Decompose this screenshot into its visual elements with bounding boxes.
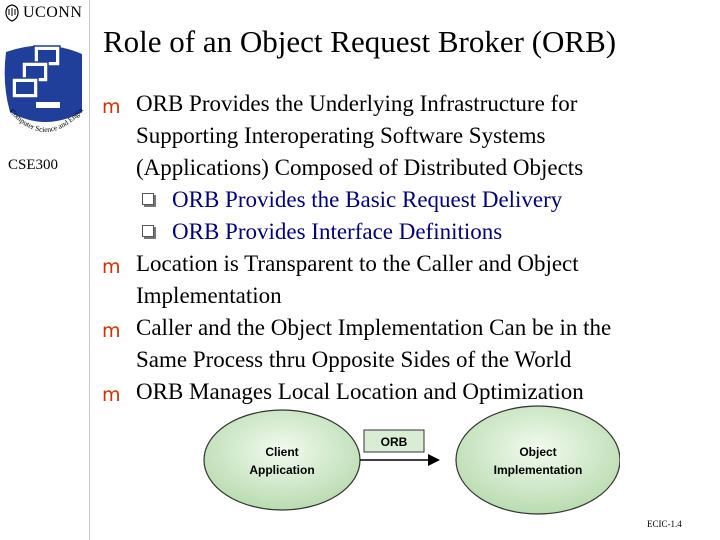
uconn-brand: UCONN [4, 4, 82, 22]
slide-title: Role of an Object Request Broker (ORB) [103, 24, 617, 59]
bullet-line: Supporting Interoperating Software Syste… [136, 123, 546, 148]
bullet-item: m Location is Transparent to the Caller … [96, 248, 716, 312]
bullet-item: m ORB Provides the Underlying Infrastruc… [96, 88, 716, 184]
checkbox-marker-icon [142, 225, 154, 237]
uconn-wordmark: UCONN [23, 4, 83, 21]
course-code: CSE300 [8, 157, 59, 173]
bullet-marker-icon: m [102, 256, 121, 278]
client-label: Client [265, 445, 298, 459]
object-label: Object [519, 445, 556, 459]
sub-bullet-text: ORB Provides the Basic Request Delivery [172, 187, 563, 212]
bullet-line: Implementation [136, 283, 282, 308]
client-ellipse [203, 409, 361, 511]
bullet-marker-icon: m [102, 384, 121, 406]
object-label-line2: Implementation [494, 463, 583, 477]
orb-label-box [363, 429, 425, 453]
object-ellipse [455, 405, 620, 515]
bullet-item: m ORB Manages Local Location and Optimiz… [96, 376, 716, 408]
bullet-line: (Applications) Composed of Distributed O… [136, 155, 584, 180]
bullet-line: ORB Manages Local Location and Optimizat… [136, 379, 584, 404]
cse-logo-icon: Computer Science and Engineering [0, 24, 85, 134]
bullet-line: Location is Transparent to the Caller an… [136, 251, 579, 276]
bullet-marker-icon: m [102, 96, 121, 118]
bullet-list: m ORB Provides the Underlying Infrastruc… [96, 88, 716, 408]
uconn-seal-icon [5, 4, 19, 22]
client-label-line2: Application [249, 463, 314, 477]
bullet-line: Caller and the Object Implementation Can… [136, 315, 612, 340]
orb-diagram: ORB Client Application Object Implementa… [203, 405, 620, 515]
bullet-line: Same Process thru Opposite Sides of the … [136, 347, 572, 372]
bullet-line: ORB Provides the Underlying Infrastructu… [136, 91, 578, 116]
sub-bullet-item: ORB Provides the Basic Request Delivery [96, 184, 716, 216]
checkbox-marker-icon [142, 193, 154, 205]
bullet-item: m Caller and the Object Implementation C… [96, 312, 716, 376]
left-sidebar: UCONN Computer Science and Engineering C… [0, 0, 90, 540]
sub-bullet-text: ORB Provides Interface Definitions [172, 219, 503, 244]
bullet-marker-icon: m [102, 320, 121, 342]
sub-bullet-item: ORB Provides Interface Definitions [96, 216, 716, 248]
arrowhead-icon [428, 454, 440, 466]
orb-label: ORB [381, 435, 408, 449]
slide-footer: ECIC-1.4 [647, 519, 682, 529]
